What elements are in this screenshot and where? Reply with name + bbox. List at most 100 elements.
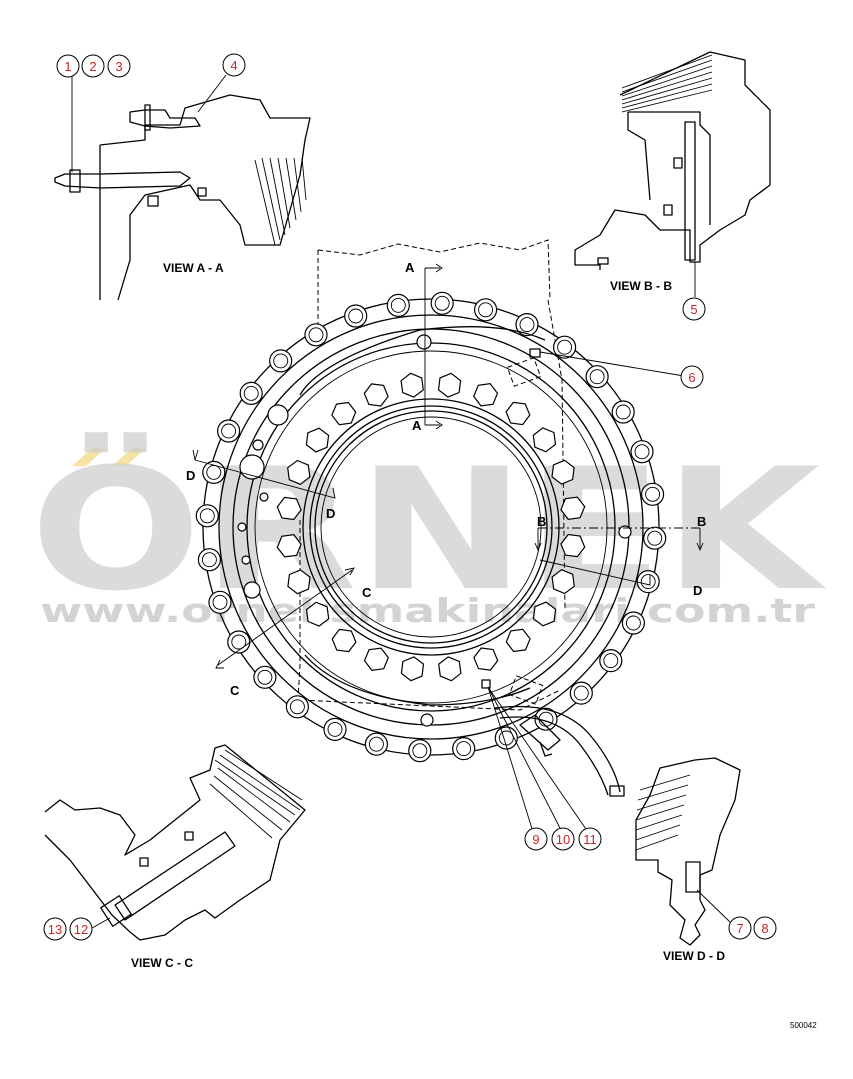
outer-bolt <box>569 681 593 705</box>
section-letter-d-inner: D <box>326 506 335 521</box>
outer-bolt <box>430 291 454 315</box>
outer-bolt-head <box>625 615 641 631</box>
svg-text:2: 2 <box>89 59 96 74</box>
callout-1: 1 <box>56 54 80 78</box>
port-hole <box>267 404 289 426</box>
view-b-web <box>627 111 711 225</box>
outer-bolt <box>643 526 667 550</box>
outer-bolt-head <box>456 741 472 757</box>
view-d-fins <box>635 774 691 851</box>
outer-bolt <box>344 304 368 328</box>
callout-4: 4 <box>222 53 246 77</box>
outer-bolt <box>640 482 665 506</box>
callout-12: 12 <box>69 917 93 941</box>
section-letter-b-left: B <box>537 514 546 529</box>
view-d-bolt <box>685 861 701 893</box>
inner-bolt <box>551 569 575 595</box>
inner-bolt <box>532 601 557 627</box>
bore-ring-inner <box>314 410 548 644</box>
fitting <box>529 348 541 358</box>
watermark-brand: ÖRNEK <box>30 432 827 628</box>
outer-bolt <box>452 736 476 761</box>
outer-bolt-ring <box>195 291 667 763</box>
section-letters: A A B B C C D D D <box>186 260 706 698</box>
inner-bolt <box>438 656 462 682</box>
outer-bolt-head <box>573 685 589 701</box>
inner-bolt <box>400 372 424 398</box>
view-b-label: VIEW B - B <box>610 279 672 293</box>
callout-2: 2 <box>81 54 105 78</box>
callout-3: 3 <box>107 54 131 78</box>
outer-bolt <box>494 726 518 750</box>
section-letter-a-top: A <box>405 260 415 275</box>
view-d-housing <box>635 757 741 946</box>
inner-bolt <box>473 647 499 671</box>
section-letter-d-right: D <box>693 583 702 598</box>
watermark-umlaut-right <box>112 448 146 466</box>
outer-bolt <box>285 695 309 719</box>
outer-bolt <box>621 611 646 635</box>
inner-bolt <box>505 401 531 426</box>
outer-bolt <box>208 590 232 614</box>
hose-inner <box>499 716 609 796</box>
outer-bolt <box>630 440 654 464</box>
port-hole <box>259 492 269 502</box>
view-b-fins <box>621 54 713 113</box>
inner-bolt <box>400 656 425 682</box>
inner-bolt <box>551 459 575 485</box>
bore-ring-outer <box>302 398 560 656</box>
flange-face-ring <box>218 314 644 740</box>
outer-bolt-head <box>589 369 605 385</box>
section-arrow-b <box>534 528 704 552</box>
view-b-pin <box>684 121 696 261</box>
outer-flange <box>202 298 660 756</box>
bore <box>320 416 542 638</box>
inner-bolt <box>560 533 586 558</box>
outer-bolt-head <box>368 736 384 752</box>
outer-bolt <box>217 419 241 443</box>
svg-text:7: 7 <box>736 921 743 936</box>
view-a-bolt <box>54 169 191 193</box>
svg-text:10: 10 <box>556 832 570 847</box>
callout-7: 7 <box>728 916 752 940</box>
outer-bolt-head <box>390 297 406 313</box>
section-letter-d-left: D <box>186 468 195 483</box>
outer-bolt-head <box>257 669 273 685</box>
inner-bolt <box>305 427 330 453</box>
outer-bolt-head <box>199 508 215 524</box>
view-a-top-fitting <box>129 104 201 131</box>
view-b-housing <box>574 51 771 270</box>
inner-bolt <box>287 569 311 595</box>
outer-bolt-head <box>221 423 237 439</box>
inner-bolt-ring <box>276 372 586 682</box>
section-line-a <box>424 267 440 426</box>
view-a-notch <box>197 187 207 197</box>
outer-bolt <box>636 569 660 594</box>
port-hole <box>243 581 261 599</box>
section-letter-c-bottom: C <box>230 683 240 698</box>
inner-bolt <box>363 647 389 671</box>
callout-8: 8 <box>753 916 777 940</box>
outer-bolt <box>195 504 219 528</box>
view-b-notch <box>597 257 609 265</box>
view-c-fins <box>209 749 303 839</box>
outer-bolt <box>552 335 577 359</box>
svg-text:13: 13 <box>48 922 62 937</box>
watermark-url: www.orneksmakinalari.com.tr <box>40 591 816 630</box>
section-letter-b-right: B <box>697 514 706 529</box>
inner-bolt <box>505 628 531 653</box>
svg-text:5: 5 <box>690 302 697 317</box>
callouts: 1 2 3 4 5 6 7 8 9 10 11 12 13 <box>43 53 777 941</box>
svg-text:8: 8 <box>761 921 768 936</box>
port-hole <box>239 454 265 480</box>
outer-bolt <box>253 665 277 689</box>
outer-bolt <box>197 548 221 572</box>
view-a-detail: VIEW A - A <box>54 74 311 301</box>
callout-10: 10 <box>551 827 575 851</box>
outer-bolt-head <box>634 444 650 460</box>
view-c-pin <box>114 831 236 921</box>
outer-bolt <box>364 732 388 756</box>
bore-ring-mid <box>309 405 553 649</box>
view-c-notch <box>139 857 149 867</box>
svg-text:6: 6 <box>688 370 695 385</box>
